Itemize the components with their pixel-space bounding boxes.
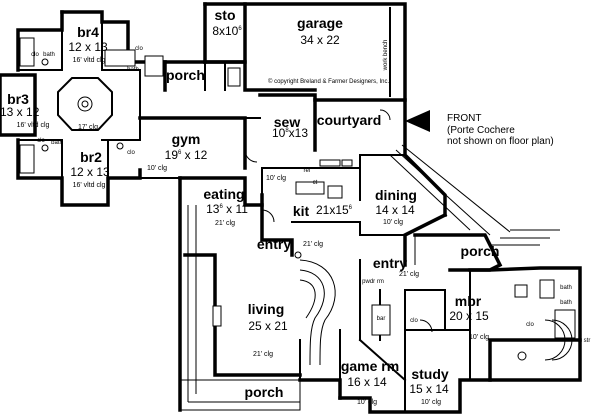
room-game-rm-dim: 16 x 14: [347, 375, 387, 389]
copyright-note: © copyright Breland & Farmer Designers, …: [268, 79, 390, 85]
room-gym-clg: 10' clg: [146, 165, 167, 172]
room-study-clg: 10' clg: [420, 399, 441, 406]
front-note: FRONT (Porte Cochere not shown on floor …: [447, 113, 554, 148]
room-gym-dim: 196 x 12: [164, 148, 208, 162]
front-note-line3: not shown on floor plan): [447, 136, 554, 147]
br2-clo-left-label: clo: [37, 138, 45, 144]
ref-label: ref: [303, 168, 311, 174]
ct-label: ct: [312, 180, 318, 186]
room-eating-name: eating: [203, 186, 245, 202]
porch-railings: [179, 144, 560, 411]
room-living-dim: 25 x 21: [248, 319, 288, 333]
front-arrow-icon: [405, 110, 430, 132]
room-br2-clg: 16' vltd clg: [72, 182, 106, 189]
room-br4-clg: 16' vltd clg: [72, 57, 106, 64]
room-porch-north-name: porch: [166, 67, 205, 83]
mbr-bath-label-2: bath: [560, 300, 572, 306]
room-br4-dim: 12 x 13: [68, 40, 108, 54]
room-kit-dim: 21x156: [315, 203, 353, 217]
room-mbr-clg: 10' clg: [468, 334, 489, 341]
room-entry-main-clg: 21' clg: [302, 241, 323, 248]
room-entry-side-clg: 21' clg: [398, 271, 419, 278]
room-br3-name: br3: [7, 91, 29, 107]
room-entry-side-name: entry: [372, 255, 408, 271]
room-game-rm-name: game rm: [340, 358, 400, 374]
room-eating-clg: 21' clg: [214, 220, 235, 227]
vault-clg-label: 17' clg: [77, 124, 98, 131]
front-note-line1: FRONT: [447, 113, 482, 124]
mbr-clo-label: clo: [526, 322, 534, 328]
room-eating-dim: 136 x 11: [206, 202, 248, 216]
br4-bath-right-label: bath: [127, 67, 139, 73]
room-porch-south-name: porch: [244, 384, 284, 400]
room-study-dim: 15 x 14: [409, 382, 449, 396]
room-sew-name: sew: [273, 114, 301, 130]
bar-label: bar: [376, 316, 386, 322]
room-kit-clg: 10' clg: [265, 175, 286, 182]
room-courtyard-name: courtyard: [316, 112, 382, 128]
room-sto-name: sto: [214, 7, 236, 23]
room-study-name: study: [411, 366, 449, 382]
room-dining-dim: 14 x 14: [375, 203, 415, 217]
br2-clo-right-label: clo: [127, 150, 135, 156]
str-label: str: [583, 338, 591, 344]
room-living-clg: 21' clg: [252, 351, 273, 358]
br4-clo-right-label: clo: [135, 46, 143, 52]
room-sto-dim: 8x106: [212, 24, 242, 38]
room-garage-name: garage: [297, 15, 343, 31]
room-game-rm-clg: 10' clg: [356, 399, 377, 406]
study-clo-label: clo: [410, 318, 418, 324]
room-garage-dim: 34 x 22: [300, 33, 340, 47]
room-gym-name: gym: [171, 131, 201, 147]
room-br3-dim: 13 x 12: [0, 105, 40, 119]
room-dining-name: dining: [375, 187, 417, 203]
br4-bath-left-label: bath: [43, 52, 55, 58]
mbr-bath-label-1: bath: [560, 285, 572, 291]
br4-clo-left-label: clo: [31, 52, 39, 58]
room-sew-dim: 108x13: [271, 126, 309, 140]
room-br2-name: br2: [80, 149, 102, 165]
work-bench-label: work bench: [383, 39, 389, 71]
br2-bath-left-label: bath: [51, 140, 63, 146]
room-porch-east-name: porch: [460, 243, 500, 259]
front-note-line2: (Porte Cochere: [447, 124, 515, 136]
room-mbr-name: mbr: [454, 293, 482, 309]
interior-walls: [17, 7, 471, 413]
room-br2-dim: 12 x 13: [70, 165, 110, 179]
room-br3-clg: 16' vltd clg: [16, 122, 50, 129]
room-living-name: living: [247, 301, 285, 317]
room-dining-clg: 10' clg: [382, 219, 403, 226]
room-mbr-dim: 20 x 15: [449, 309, 489, 323]
room-br4-name: br4: [77, 24, 99, 40]
pwdr-rm-label: pwdr rm: [362, 279, 384, 285]
room-entry-main-name: entry: [256, 236, 292, 252]
fixtures: [19, 37, 576, 366]
room-kit-name: kit: [292, 203, 310, 219]
